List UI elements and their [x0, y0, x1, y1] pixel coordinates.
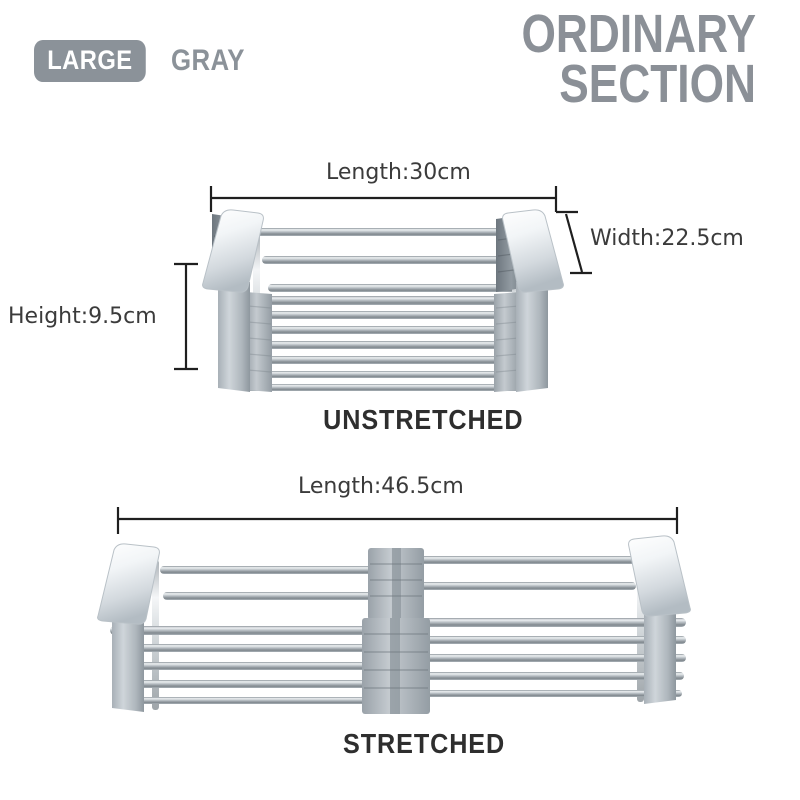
length-measure-unstretched — [209, 186, 558, 212]
page-title-line-2: SECTION — [559, 53, 756, 114]
state-label-unstretched: UNSTRETCHED — [323, 404, 524, 435]
width-measure-unstretched — [556, 210, 592, 275]
width-label-unstretched: Width:22.5cm — [590, 226, 744, 251]
color-name-label: GRAY — [171, 44, 245, 77]
header-badge-row: LARGE GRAY — [34, 40, 257, 82]
length-measure-stretched — [116, 507, 679, 534]
length-label-stretched: Length:46.5cm — [298, 474, 464, 499]
size-badge: LARGE — [34, 40, 146, 82]
state-label-stretched: STRETCHED — [343, 728, 506, 759]
height-measure-unstretched — [174, 262, 198, 371]
length-label-unstretched: Length:30cm — [326, 160, 471, 185]
height-label-unstretched: Height:9.5cm — [8, 304, 157, 329]
page-title-line-1: ORDINARY — [521, 4, 756, 64]
page-title: ORDINARY SECTION — [470, 4, 756, 114]
